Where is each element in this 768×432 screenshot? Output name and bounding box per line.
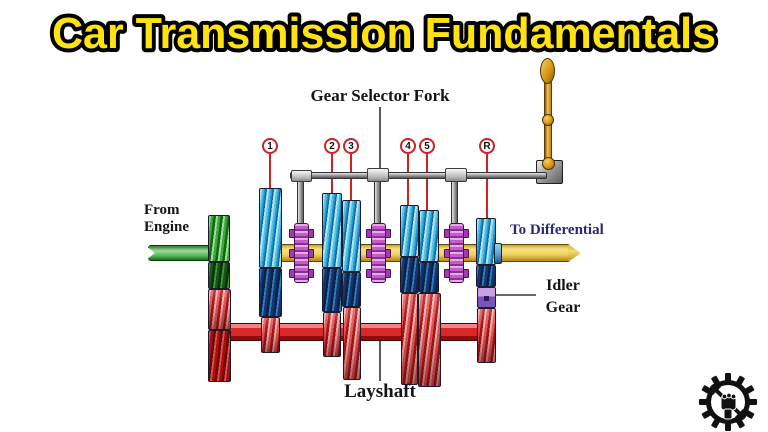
hub-tab — [463, 229, 469, 238]
gear-lever-mid-ball — [542, 114, 554, 126]
marker-stem-4 — [407, 154, 409, 208]
title-text: Car Transmission Fundamentals — [52, 9, 716, 58]
gear-r-blue — [476, 218, 496, 265]
input-shaft-notch — [146, 246, 155, 260]
to-differential-label: To Differential — [510, 222, 604, 238]
hub-tab — [444, 249, 450, 258]
hub-tab — [308, 249, 314, 258]
gear-lever-pivot-ball — [542, 157, 555, 170]
gear-lever-knob — [540, 58, 555, 84]
layshaft-drive-gear-bottom — [208, 330, 231, 382]
gear-3-blue-lower — [342, 272, 361, 307]
gear-1-blue-lower — [259, 268, 282, 317]
gear-1-layshaft-red — [261, 317, 280, 353]
hub-tab — [463, 269, 469, 278]
hub-tab — [289, 269, 295, 278]
hub-tab — [308, 269, 314, 278]
gear-selector-fork-label: Gear Selector Fork — [310, 86, 450, 105]
hub-tab — [385, 269, 391, 278]
gear-r-layshaft-red — [477, 308, 496, 363]
gear-2-layshaft-red — [323, 312, 341, 357]
gear-marker-2: 2 — [324, 138, 340, 154]
hub-tab — [308, 229, 314, 238]
input-gear-top — [208, 215, 230, 262]
selector-fork-dropper-3 — [451, 179, 458, 225]
idler-gear — [477, 287, 496, 308]
gear-3-layshaft-red — [343, 307, 361, 380]
selector-fork-dropper-2 — [374, 179, 381, 225]
hub-tab — [385, 249, 391, 258]
gear-fist-wrench-logo-icon — [699, 373, 757, 431]
from-engine-label: From Engine — [144, 202, 189, 236]
synchro-hub-1-core — [294, 223, 309, 283]
gear-marker-3: 3 — [343, 138, 359, 154]
hub-tab — [463, 249, 469, 258]
hub-tab — [444, 229, 450, 238]
hub-tab — [289, 229, 295, 238]
synchro-hub-1 — [289, 223, 314, 283]
layshaft-label: Layshaft — [344, 381, 416, 402]
synchro-hub-3 — [444, 223, 469, 283]
idler-gear-label: Idler Gear — [534, 275, 592, 319]
idler-gear-pointer-line — [496, 294, 536, 296]
selector-fork-pointer-line — [379, 107, 381, 171]
selector-collar-2 — [367, 168, 389, 182]
gear-marker-5: 5 — [419, 138, 435, 154]
hub-tab — [289, 249, 295, 258]
gear-2-blue-lower — [322, 268, 342, 312]
selector-rod — [290, 172, 547, 179]
hub-tab — [366, 249, 372, 258]
gear-r-blue-lower — [476, 265, 496, 287]
layshaft-pointer-line — [379, 341, 381, 381]
gear-2-blue — [322, 193, 342, 268]
from-engine-line1: From — [144, 202, 180, 218]
logo-wrench-head-bottom — [735, 409, 747, 421]
marker-stem-5 — [426, 154, 428, 213]
gear-marker-4: 4 — [400, 138, 416, 154]
gear-4-layshaft-red — [401, 293, 418, 385]
gear-3-blue — [342, 200, 361, 272]
hub-tab — [444, 269, 450, 278]
gear-5-blue-lower — [419, 262, 439, 293]
hub-tab — [366, 229, 372, 238]
synchro-hub-2-core — [371, 223, 386, 283]
logo-wrench-head-top — [709, 383, 721, 395]
marker-stem-r — [486, 154, 488, 221]
main-shaft-arrow-tip — [568, 244, 581, 262]
gear-marker-r: R — [479, 138, 495, 154]
layshaft-drive-gear-top — [208, 289, 231, 330]
logo-fist — [720, 392, 737, 420]
hub-tab — [366, 269, 372, 278]
main-shaft-bearing-collar — [494, 243, 502, 264]
idler-gear-pin — [484, 296, 489, 301]
gear-4-blue — [400, 205, 419, 257]
selector-collar-1 — [291, 170, 312, 182]
synchro-hub-2 — [366, 223, 391, 283]
selector-fork-dropper-1 — [297, 179, 304, 225]
input-shaft — [148, 245, 214, 261]
gear-5-layshaft-red — [418, 293, 441, 387]
input-gear-bottom — [208, 262, 230, 289]
idler-gear-line2: Gear — [545, 299, 581, 316]
marker-stem-1 — [269, 154, 271, 190]
synchro-hub-3-core — [449, 223, 464, 283]
gear-4-blue-lower — [400, 257, 419, 293]
gear-marker-1: 1 — [262, 138, 278, 154]
hub-tab — [385, 229, 391, 238]
idler-gear-line1: Idler — [546, 277, 580, 294]
selector-collar-3 — [445, 168, 467, 182]
gear-1-blue — [259, 188, 282, 268]
gear-5-blue — [419, 210, 439, 262]
from-engine-line2: Engine — [144, 219, 190, 235]
page-title: Car Transmission Fundamentals — [48, 5, 720, 62]
